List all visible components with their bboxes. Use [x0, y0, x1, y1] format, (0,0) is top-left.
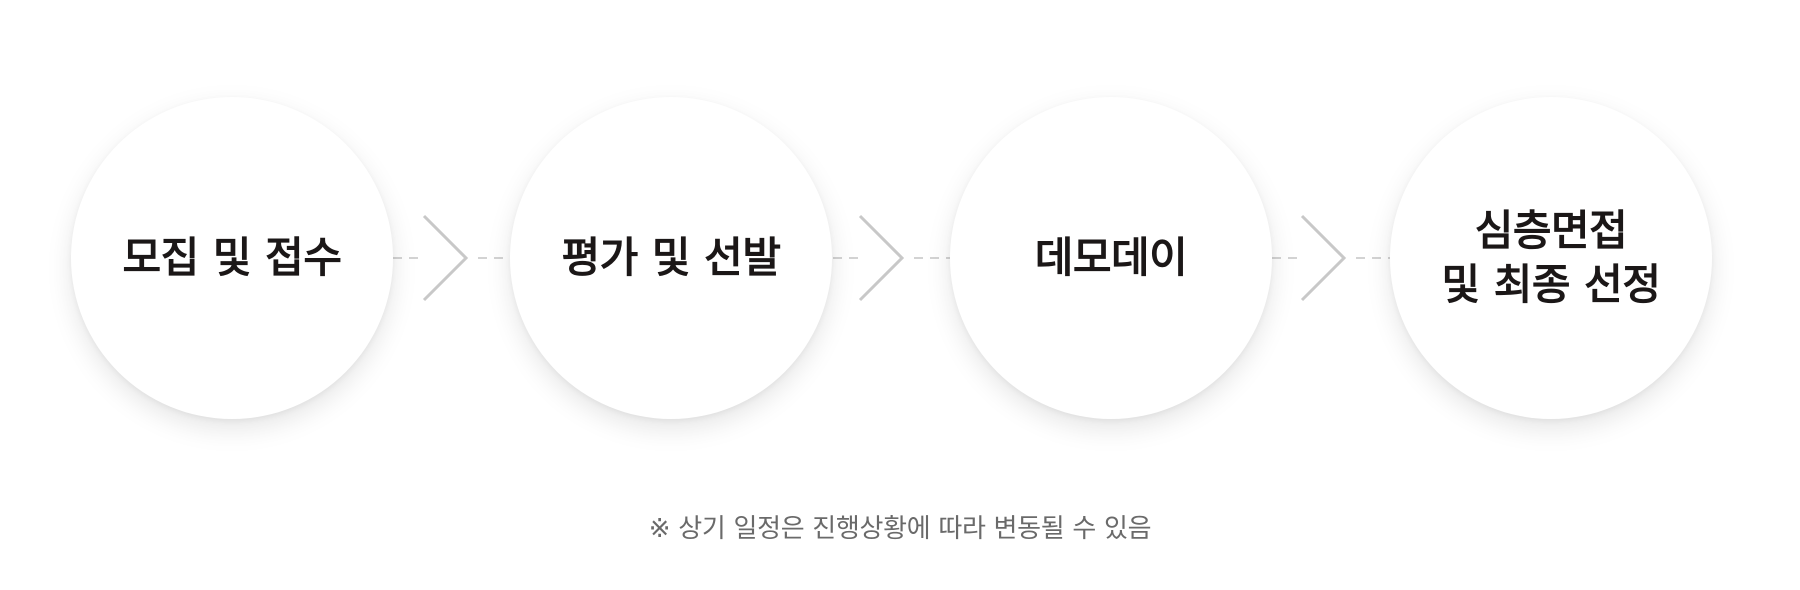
step-label: 심층면접 및 최종 선정	[1441, 206, 1661, 309]
chevron-right-icon	[1300, 214, 1347, 302]
step-label: 모집 및 접수	[122, 233, 342, 282]
connector-1	[393, 214, 510, 302]
step-demoday: 데모데이	[950, 97, 1272, 419]
connector-2	[833, 214, 950, 302]
step-label: 데모데이	[1034, 233, 1188, 282]
step-recruitment: 모집 및 접수	[71, 97, 393, 419]
schedule-footnote: ※ 상기 일정은 진행상황에 따라 변동될 수 있음	[648, 514, 1152, 544]
connector-3	[1272, 214, 1390, 302]
step-label: 평가 및 선발	[561, 233, 781, 282]
chevron-right-icon	[422, 214, 469, 302]
chevron-right-icon	[858, 214, 905, 302]
step-final-interview: 심층면접 및 최종 선정	[1390, 97, 1712, 419]
step-evaluation: 평가 및 선발	[510, 97, 832, 419]
